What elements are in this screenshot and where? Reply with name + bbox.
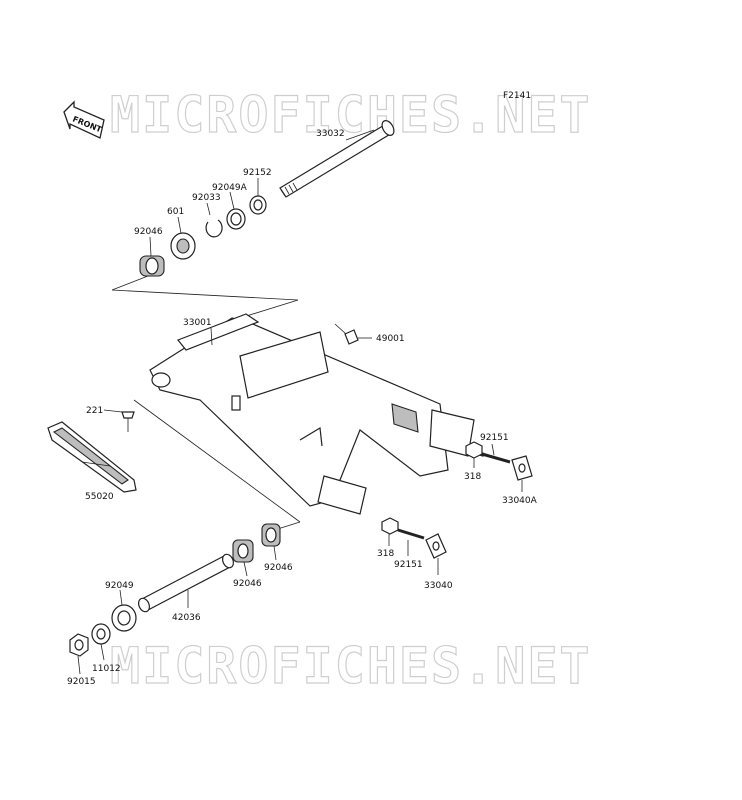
label-92151-mid: 92151	[394, 560, 423, 570]
needle-bearing-92046-a	[261, 523, 281, 547]
seal-92049	[111, 604, 137, 632]
label-42036: 42036	[172, 613, 201, 623]
nut-318-right	[465, 441, 483, 459]
pivot-shaft-33032	[279, 120, 395, 198]
label-318-mid: 318	[377, 549, 394, 559]
label-11012: 11012	[92, 664, 121, 674]
figure-code: F2141	[503, 91, 531, 101]
leader-92046-b	[243, 561, 248, 577]
label-33032: 33032	[316, 129, 345, 139]
leader-33032	[345, 129, 375, 141]
collar-92152	[249, 195, 267, 215]
watermark-top: MICROFICHES.NET	[110, 86, 592, 144]
circlip-92033	[205, 219, 223, 238]
watermark-bottom: MICROFICHES.NET	[110, 637, 592, 695]
leader-601	[177, 216, 182, 234]
label-92049A: 92049A	[212, 183, 248, 193]
leader-221	[103, 409, 123, 413]
washer-11012	[91, 623, 111, 645]
label-92152: 92152	[243, 168, 272, 178]
label-92015: 92015	[67, 677, 96, 687]
sleeve-42036	[137, 553, 235, 613]
leader-92033	[206, 202, 211, 216]
leader-33001	[210, 327, 213, 346]
needle-bearing-92046-b	[232, 539, 254, 563]
chain-guard-55020	[47, 421, 137, 493]
leader-92015	[77, 655, 81, 675]
label-92151-right: 92151	[480, 433, 509, 443]
leader-92049A	[229, 191, 235, 210]
label-92046-a: 92046	[264, 563, 293, 573]
label-92049: 92049	[105, 581, 134, 591]
label-33040A: 33040A	[502, 496, 538, 506]
label-49001: 49001	[376, 334, 405, 344]
nut-318-mid	[381, 517, 399, 535]
label-33040: 33040	[424, 581, 453, 591]
label-92046-b: 92046	[233, 579, 262, 589]
bolt-92151-mid	[397, 528, 425, 540]
grease-nipple-49001	[334, 323, 359, 345]
label-601: 601	[167, 207, 184, 217]
label-55020: 55020	[85, 492, 114, 502]
label-92046-top: 92046	[134, 227, 163, 237]
leader-92046-top	[149, 236, 152, 257]
leader-92049	[119, 589, 123, 606]
front-arrow-icon: FRONT	[63, 100, 105, 139]
leader-92046-a	[273, 545, 277, 561]
nut-92015	[69, 633, 89, 657]
leader-11012	[100, 643, 105, 661]
plate-33040	[425, 533, 447, 559]
seal-92049A	[226, 208, 246, 230]
screw-221	[121, 411, 135, 432]
label-33001: 33001	[183, 318, 212, 328]
reference-lines-top	[111, 275, 299, 319]
plate-33040A	[511, 455, 533, 481]
swingarm-33001	[149, 313, 475, 515]
label-318-right: 318	[464, 472, 481, 482]
needle-bearing-92046-top	[139, 255, 165, 277]
label-221: 221	[86, 406, 103, 416]
label-92033: 92033	[192, 193, 221, 203]
leader-92151-right	[491, 443, 495, 456]
bearing-601	[170, 232, 196, 260]
